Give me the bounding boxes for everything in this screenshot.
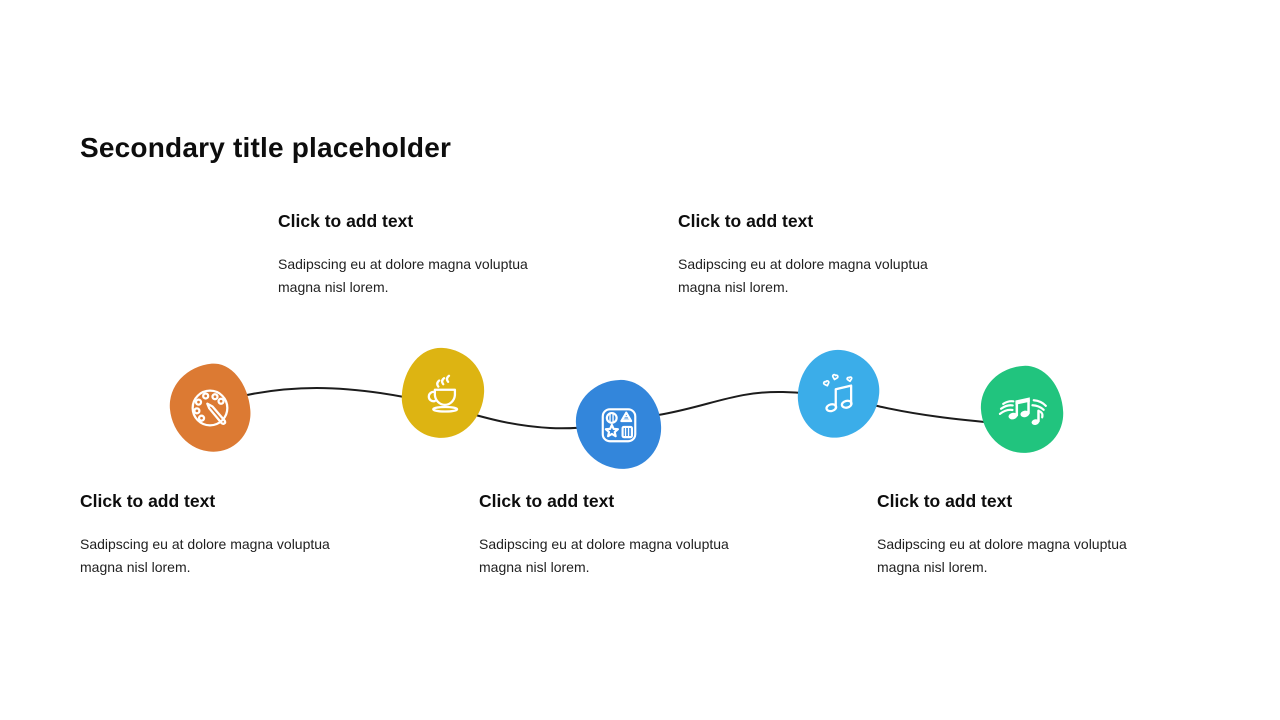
music-note-hearts-icon: [822, 373, 853, 413]
block-body[interactable]: Sadipscing eu at dolore magna voluptua m…: [678, 256, 928, 295]
shapes-box-icon: [601, 407, 636, 442]
timeline-node-art[interactable]: [166, 360, 254, 456]
text-block-bottom-center[interactable]: Click to add text Sadipscing eu at dolor…: [479, 489, 779, 579]
text-block-bottom-right[interactable]: Click to add text Sadipscing eu at dolor…: [877, 489, 1177, 579]
block-body[interactable]: Sadipscing eu at dolore magna voluptua m…: [278, 256, 528, 295]
paint-palette-icon: [191, 389, 229, 427]
block-body[interactable]: Sadipscing eu at dolore magna voluptua m…: [877, 536, 1127, 575]
music-notes-waves-icon: [998, 396, 1047, 425]
block-heading[interactable]: Click to add text: [479, 491, 615, 511]
timeline-node-music-waves[interactable]: [978, 363, 1066, 456]
block-body[interactable]: Sadipscing eu at dolore magna voluptua m…: [80, 536, 330, 575]
block-heading[interactable]: Click to add text: [278, 211, 414, 231]
block-body[interactable]: Sadipscing eu at dolore magna voluptua m…: [479, 536, 729, 575]
timeline-node-shapes[interactable]: [574, 378, 663, 471]
text-block-top-right[interactable]: Click to add text Sadipscing eu at dolor…: [678, 209, 978, 299]
page-title[interactable]: Secondary title placeholder: [80, 132, 452, 163]
block-heading[interactable]: Click to add text: [678, 211, 814, 231]
text-block-bottom-left[interactable]: Click to add text Sadipscing eu at dolor…: [80, 489, 380, 579]
block-heading[interactable]: Click to add text: [80, 491, 216, 511]
coffee-cup-icon: [427, 374, 459, 413]
timeline-node-coffee[interactable]: [399, 345, 487, 441]
timeline-node-music-love[interactable]: [794, 346, 883, 442]
text-block-top-left[interactable]: Click to add text Sadipscing eu at dolor…: [278, 209, 578, 299]
block-heading[interactable]: Click to add text: [877, 491, 1013, 511]
